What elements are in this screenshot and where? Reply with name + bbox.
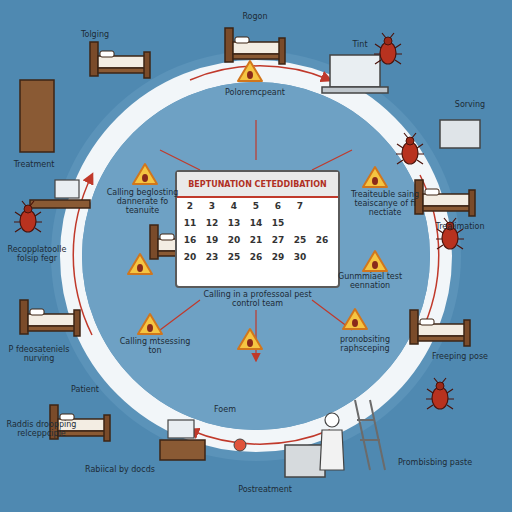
- step-label: Poloremcpeant: [215, 88, 295, 97]
- calendar-day: 27: [269, 235, 287, 245]
- outer-disc: [51, 51, 461, 461]
- spoke-arrow: [160, 120, 352, 360]
- step-label: Tint: [340, 40, 380, 49]
- calendar-day: 12: [203, 218, 221, 228]
- inner-disc: [82, 82, 430, 430]
- desk-icon: [160, 440, 205, 460]
- step-label: Trealimation: [425, 222, 495, 231]
- cycle-arrow: [190, 430, 330, 444]
- calendar-day: 26: [247, 252, 265, 262]
- step-label: Postreatment: [230, 485, 300, 494]
- step-label: Prombisbing paste: [395, 458, 475, 467]
- warning-triangle: [363, 167, 387, 187]
- calendar-day: 11: [181, 218, 199, 228]
- bed-icon: [415, 180, 475, 216]
- wardrobe-icon: [20, 80, 54, 152]
- bed-icon: [225, 28, 285, 64]
- step-label: Recopplatoolle folsip fegr: [2, 245, 72, 263]
- calendar-day: 20: [225, 235, 243, 245]
- step-label: Rogon: [230, 12, 280, 21]
- calendar-day: 25: [291, 235, 309, 245]
- device-icon: [440, 120, 480, 148]
- calendar-day: 29: [269, 252, 287, 262]
- step-label: pronobsiting raphsceping: [325, 335, 405, 353]
- technician-suit: [320, 430, 344, 470]
- step-label: Raddis droopping relceppciple: [4, 420, 79, 438]
- technician-head: [325, 413, 339, 427]
- step-label: Foem: [205, 405, 245, 414]
- calendar-day: 13: [225, 218, 243, 228]
- calendar-title: BEPTUNATION CETEDDIBATION: [177, 172, 338, 198]
- calendar-day: 2: [181, 201, 199, 211]
- cycle-ring: [71, 71, 441, 441]
- laptop-screen: [330, 55, 380, 87]
- sprayer-tank: [285, 445, 325, 477]
- calendar-day: 6: [269, 201, 287, 211]
- bedbug-icon: [374, 33, 402, 64]
- monitor-icon: [55, 180, 79, 198]
- calendar-day: 26: [313, 235, 331, 245]
- step-label: Calling beglosting dannerate fo teanuite: [100, 188, 185, 215]
- desk-icon: [30, 200, 90, 208]
- laptop-base: [322, 87, 388, 93]
- step-label: Rabiical by docds: [80, 465, 160, 474]
- warning-triangle: [128, 254, 152, 274]
- step-label: Treatment: [4, 160, 64, 169]
- calendar-day: 3: [203, 201, 221, 211]
- step-label: Gunmmiael test eennation: [330, 272, 410, 290]
- step-label: Calling in a professoal pest control tea…: [200, 290, 315, 308]
- step-label: Freeping pose: [425, 352, 495, 361]
- ladder-icon: [355, 400, 385, 470]
- calendar-day: 30: [291, 252, 309, 262]
- calendar-day: 25: [225, 252, 243, 262]
- bedbug-icon: [396, 133, 424, 164]
- calendar-day: 5: [247, 201, 265, 211]
- bed-icon: [20, 300, 80, 336]
- calendar-day: 23: [203, 252, 221, 262]
- calendar-day: 20: [181, 252, 199, 262]
- step-label: Patient: [60, 385, 110, 394]
- warning-triangle: [238, 61, 262, 81]
- calendar-day: 15: [269, 218, 287, 228]
- warning-triangle: [133, 164, 157, 184]
- calendar-day: 4: [225, 201, 243, 211]
- warning-triangle: [138, 314, 162, 334]
- step-label: Calling mtsessing ton: [115, 337, 195, 355]
- step-label: Sorving: [440, 100, 500, 109]
- bedbug-icon: [14, 201, 42, 232]
- calendar-box: BEPTUNATION CETEDDIBATION: [175, 170, 340, 288]
- monitor-icon: [168, 420, 194, 438]
- calendar-day: 19: [203, 235, 221, 245]
- warning-triangle: [363, 251, 387, 271]
- warning-triangle: [238, 329, 262, 349]
- calendar-day: 7: [291, 201, 309, 211]
- bedbug-icon: [426, 378, 454, 409]
- bed-icon: [90, 42, 150, 78]
- step-label: Tolging: [70, 30, 120, 39]
- spray-nozzle: [234, 439, 246, 451]
- bed-icon: [410, 310, 470, 346]
- calendar-day: 21: [247, 235, 265, 245]
- warning-triangle: [343, 309, 367, 329]
- step-label: P fdeosateniels nurving: [4, 345, 74, 363]
- calendar-day: 14: [247, 218, 265, 228]
- calendar-day: 16: [181, 235, 199, 245]
- step-label: Treaiteuble saing teaiscanye of fi necti…: [340, 190, 430, 217]
